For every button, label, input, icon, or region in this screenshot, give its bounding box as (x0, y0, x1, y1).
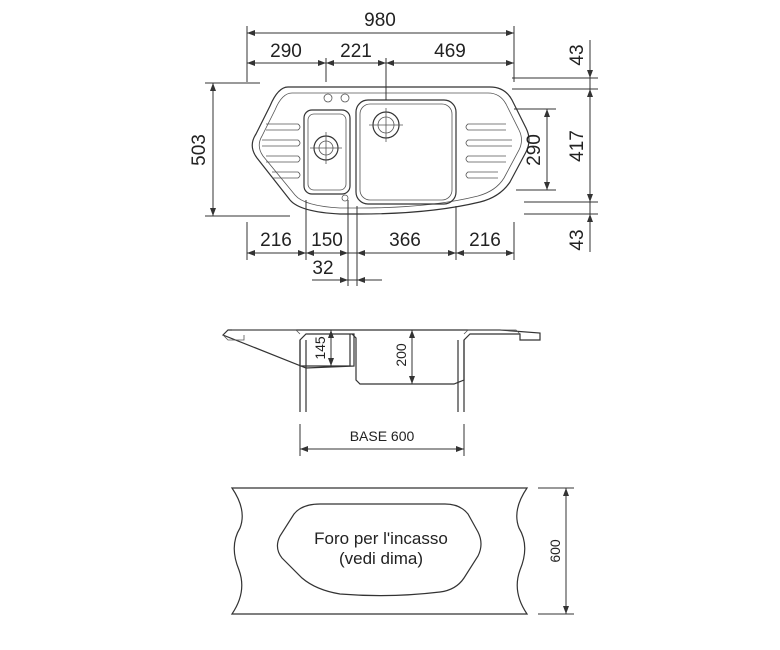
dimension-bottom-segments: 216 150 366 216 32 (246, 200, 515, 286)
right-top-offset-label: 43 (567, 44, 588, 65)
right-drainer (465, 123, 512, 179)
dimension-small-bowl-depth: 145 (312, 330, 334, 366)
bowl-depth-label: 290 (524, 134, 545, 166)
top-view: 980 290 221 469 503 (189, 10, 598, 286)
dimension-base: BASE 600 (299, 424, 465, 456)
cutout-view: Foro per l'incasso (vedi dima) 600 (230, 487, 574, 615)
bottom-segment-3-label: 366 (389, 230, 421, 251)
small-bowl (303, 109, 351, 195)
dimension-right-side: 43 417 290 43 (512, 40, 598, 252)
sink-outline (251, 86, 530, 215)
cutout-hole (276, 503, 482, 597)
base-label: BASE 600 (350, 428, 415, 444)
small-bowl-depth-label: 145 (312, 336, 328, 360)
dimension-cutout-height: 600 (538, 487, 574, 615)
worktop-outline (230, 487, 529, 615)
waste-offset-label: 32 (312, 258, 333, 279)
section-view: 145 200 BASE 600 (221, 329, 541, 456)
dimension-large-bowl-depth: 200 (393, 330, 415, 384)
tap-holes (323, 93, 350, 202)
dimension-overall-width: 980 (246, 10, 515, 82)
dimension-top-segments: 290 221 469 (247, 41, 514, 100)
top-segment-3-label: 469 (434, 41, 466, 62)
section-profile (221, 329, 541, 385)
overall-width-label: 980 (364, 10, 396, 31)
dimension-overall-depth: 503 (189, 82, 290, 217)
sink-inner-rim (258, 92, 522, 209)
large-bowl-depth-label: 200 (393, 343, 409, 367)
inner-depth-label: 417 (567, 130, 588, 162)
left-drainer (262, 123, 301, 179)
cutout-label-line1: Foro per l'incasso (314, 529, 448, 548)
overall-depth-label: 503 (189, 134, 210, 166)
cutout-label-line2: (vedi dima) (339, 549, 423, 568)
right-bottom-offset-label: 43 (567, 229, 588, 250)
cutout-height-label: 600 (547, 539, 563, 563)
top-segment-1-label: 290 (270, 41, 302, 62)
bottom-segment-1-label: 216 (260, 230, 292, 251)
large-bowl (355, 99, 457, 205)
bottom-segment-4-label: 216 (469, 230, 501, 251)
top-segment-2-label: 221 (340, 41, 372, 62)
bottom-segment-2-label: 150 (311, 230, 343, 251)
